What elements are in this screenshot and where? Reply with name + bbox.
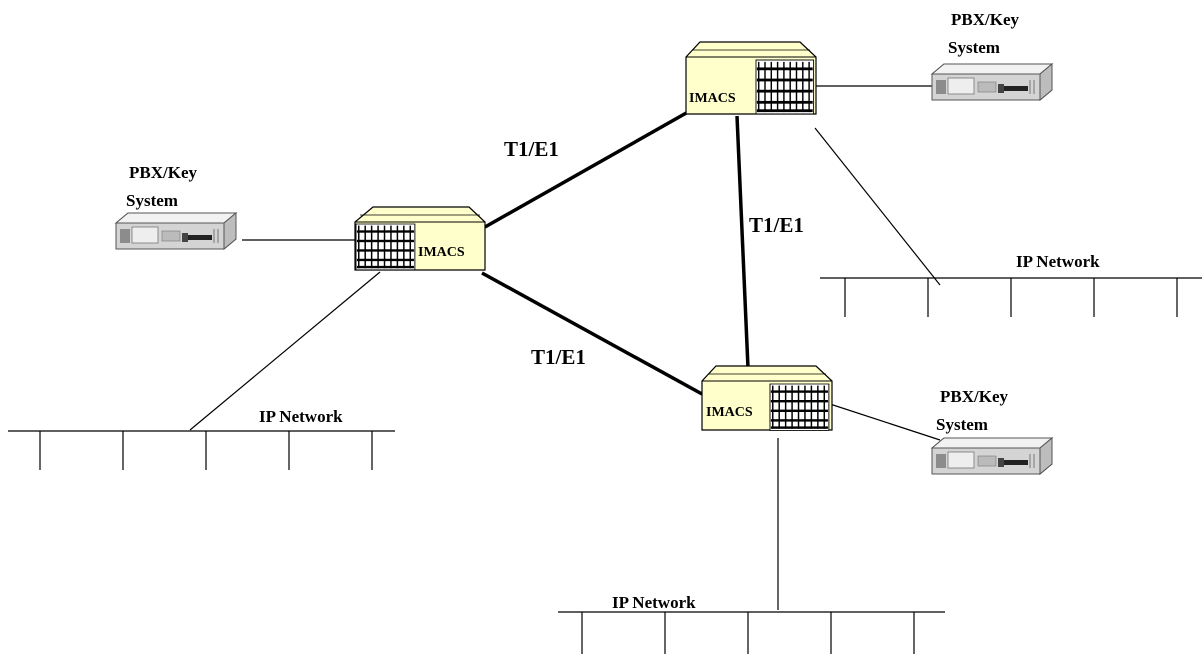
pbx-right-icon [931, 437, 1053, 475]
imacs-top-label: IMACS [689, 91, 736, 106]
ip-network-left-bus [8, 430, 395, 470]
ip-network-right-bus [820, 277, 1202, 317]
imacs-left-node: IMACS [354, 206, 486, 271]
link-pbx-right [829, 403, 941, 441]
trunk-label-bottom: T1/E1 [531, 345, 586, 369]
trunk-top-bottom [735, 115, 750, 369]
pbx-top-label-line2: System [948, 38, 1000, 57]
imacs-bottom-node: IMACS [701, 365, 833, 432]
trunk-label-right: T1/E1 [749, 213, 804, 237]
ip-network-left-label: IP Network [259, 407, 343, 426]
pbx-right-label-line1: PBX/Key [940, 387, 1008, 406]
ip-network-bottom-label: IP Network [612, 593, 696, 612]
trunk-left-bottom [481, 271, 703, 396]
link-ip-left [189, 271, 381, 431]
ip-network-bottom-bus [558, 611, 945, 654]
imacs-bottom-label: IMACS [706, 405, 753, 420]
link-ip-right [814, 127, 941, 286]
imacs-left-label: IMACS [418, 245, 465, 260]
pbx-top-label-line1: PBX/Key [951, 10, 1019, 29]
trunk-label-top: T1/E1 [504, 137, 559, 161]
trunk-left-top [484, 110, 689, 229]
pbx-top-icon [931, 63, 1053, 101]
pbx-right-label-line2: System [936, 415, 988, 434]
pbx-left-label-line1: PBX/Key [129, 163, 197, 182]
pbx-left-label-line2: System [126, 191, 178, 210]
pbx-left-icon [115, 212, 237, 250]
imacs-top-node: IMACS [685, 41, 817, 115]
ip-network-right-label: IP Network [1016, 252, 1100, 271]
